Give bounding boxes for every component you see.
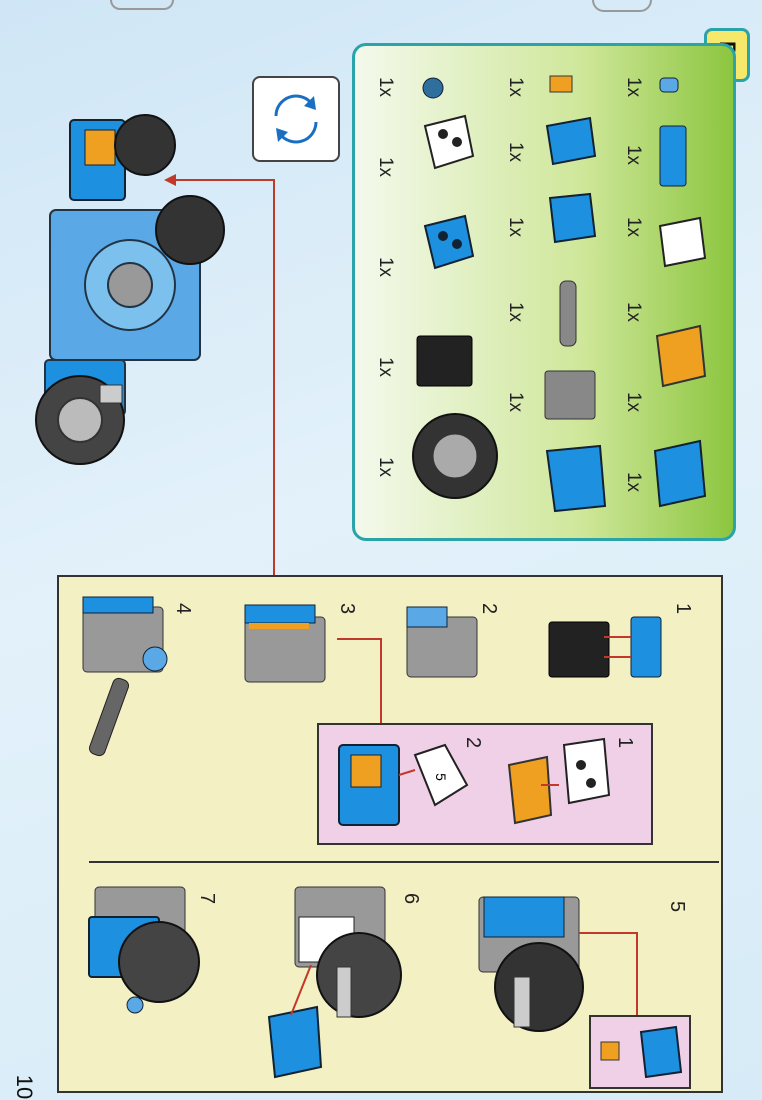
assembled-motorcycle-illustration [35, 114, 225, 465]
step-illustrations [82, 596, 662, 1079]
sub-assembly-illustration [600, 1025, 683, 1079]
sub-assembly-illustration [338, 737, 611, 826]
page-number: 10 [12, 1074, 38, 1100]
parts-list-panel: 1x 1x 1x 1x 1x 1x 1x 1x 1x 1x 1x 1x 1x 1… [352, 43, 736, 541]
building-steps-panel: 1 2 3 4 5 6 7 1 2 5 [57, 575, 723, 1093]
binder-ring [110, 0, 174, 10]
step-divider [89, 861, 719, 863]
arrow-to-model [164, 174, 275, 578]
parts-illustrations [412, 75, 707, 513]
sub-assembly-box: 1 2 5 [317, 723, 653, 845]
rotate-arrows-icon [274, 94, 318, 144]
rotate-model-box [252, 76, 340, 162]
binder-ring [592, 0, 652, 12]
sub-assembly-box [589, 1015, 691, 1089]
